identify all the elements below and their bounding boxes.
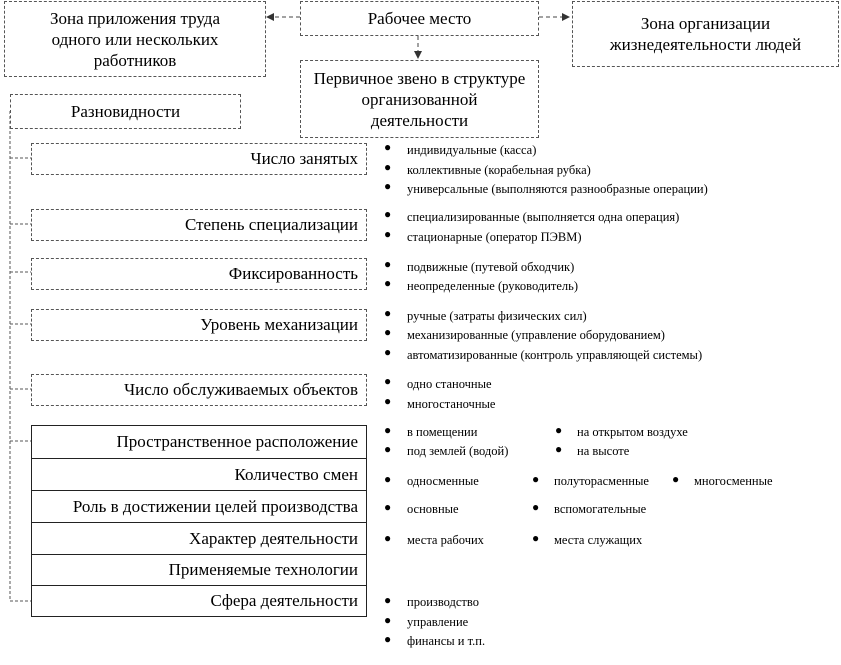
list-item: производство [407, 595, 479, 609]
bullet-icon: ● [384, 257, 392, 271]
list-item: в помещении [407, 425, 478, 439]
bullet-icon: ● [384, 325, 392, 339]
category-specialization: Степень специализации [31, 209, 367, 241]
list-item: под землей (водой) [407, 444, 509, 458]
list-item: места служащих [554, 533, 643, 547]
bullet-icon: ● [384, 394, 392, 408]
bullet-icon: ● [384, 442, 392, 456]
list-item: односменные [407, 474, 479, 488]
list-item: подвижные (путевой обходчик) [407, 260, 575, 274]
list-item: полуторасменные [554, 474, 649, 488]
bullet-icon: ● [384, 345, 392, 359]
list-item: финансы и т.п. [407, 634, 486, 648]
bullet-icon: ● [384, 227, 392, 241]
category-activity-nature: Характер деятельности [31, 522, 367, 555]
bullet-icon: ● [384, 306, 392, 320]
zone-labor-box: Зона приложения труда одного или несколь… [4, 1, 266, 77]
bullet-icon: ● [384, 613, 392, 627]
category-mechanization: Уровень механизации [31, 309, 367, 341]
bullet-icon: ● [384, 531, 392, 545]
list-item: универсальные (выполняются разнообразные… [407, 182, 708, 196]
bullet-icon: ● [555, 423, 563, 437]
workplace-label: Рабочее место [367, 9, 472, 28]
varieties-box: Разновидности [10, 94, 241, 129]
list-item: неопределенные (руководитель) [407, 279, 579, 293]
category-number-employed: Число занятых [31, 143, 367, 175]
bullet-icon: ● [384, 179, 392, 193]
zone-life-label: Зона организации жизнедеятельности людей [609, 14, 802, 54]
category-shifts: Количество смен [31, 458, 367, 491]
category-serviced-objects: Число обслуживаемых объектов [31, 374, 367, 406]
list-item: основные [407, 502, 459, 516]
zone-life-box: Зона организации жизнедеятельности людей [572, 1, 839, 67]
list-item: ручные (затраты физических сил) [407, 309, 587, 323]
list-item: места рабочих [407, 533, 484, 547]
list-item: специализированные (выполняется одна опе… [407, 210, 680, 224]
bullet-icon: ● [384, 160, 392, 174]
bullet-icon: ● [384, 276, 392, 290]
bullet-icon: ● [532, 472, 540, 486]
list-item: вспомогательные [554, 502, 647, 516]
bullet-icon: ● [384, 632, 392, 646]
list-item: многостаночные [407, 397, 496, 411]
bullet-icon: ● [672, 472, 680, 486]
primary-link-label: Первичное звено в структуре организованн… [313, 68, 526, 130]
bullet-icon: ● [532, 531, 540, 545]
bullet-icon: ● [384, 423, 392, 437]
category-fixedness: Фиксированность [31, 258, 367, 290]
list-item: индивидуальные (касса) [407, 143, 537, 157]
category-sphere: Сфера деятельности [31, 585, 367, 617]
primary-link-box: Первичное звено в структуре организованн… [300, 60, 539, 138]
bullet-icon: ● [384, 500, 392, 514]
list-item: одно станочные [407, 377, 492, 391]
list-item: многосменные [694, 474, 773, 488]
list-item: на открытом воздухе [577, 425, 688, 439]
category-technologies: Применяемые технологии [31, 554, 367, 586]
category-location: Пространственное расположение [31, 425, 367, 459]
list-item: на высоте [577, 444, 630, 458]
list-item: автоматизированные (контроль управляющей… [407, 348, 703, 362]
list-item: стационарные (оператор ПЭВМ) [407, 230, 582, 244]
bullet-icon: ● [384, 472, 392, 486]
varieties-label: Разновидности [70, 102, 181, 121]
bullet-icon: ● [384, 593, 392, 607]
workplace-box: Рабочее место [300, 1, 539, 36]
category-role: Роль в достижении целей производства [31, 490, 367, 523]
zone-labor-label: Зона приложения труда одного или несколь… [49, 8, 221, 70]
bullet-icon: ● [532, 500, 540, 514]
list-item: механизированные (управление оборудовани… [407, 328, 665, 342]
list-item: управление [407, 615, 469, 629]
bullet-icon: ● [384, 374, 392, 388]
bullet-icon: ● [555, 442, 563, 456]
bullet-icon: ● [384, 207, 392, 221]
bullet-icon: ● [384, 140, 392, 154]
list-item: коллективные (корабельная рубка) [407, 163, 591, 177]
